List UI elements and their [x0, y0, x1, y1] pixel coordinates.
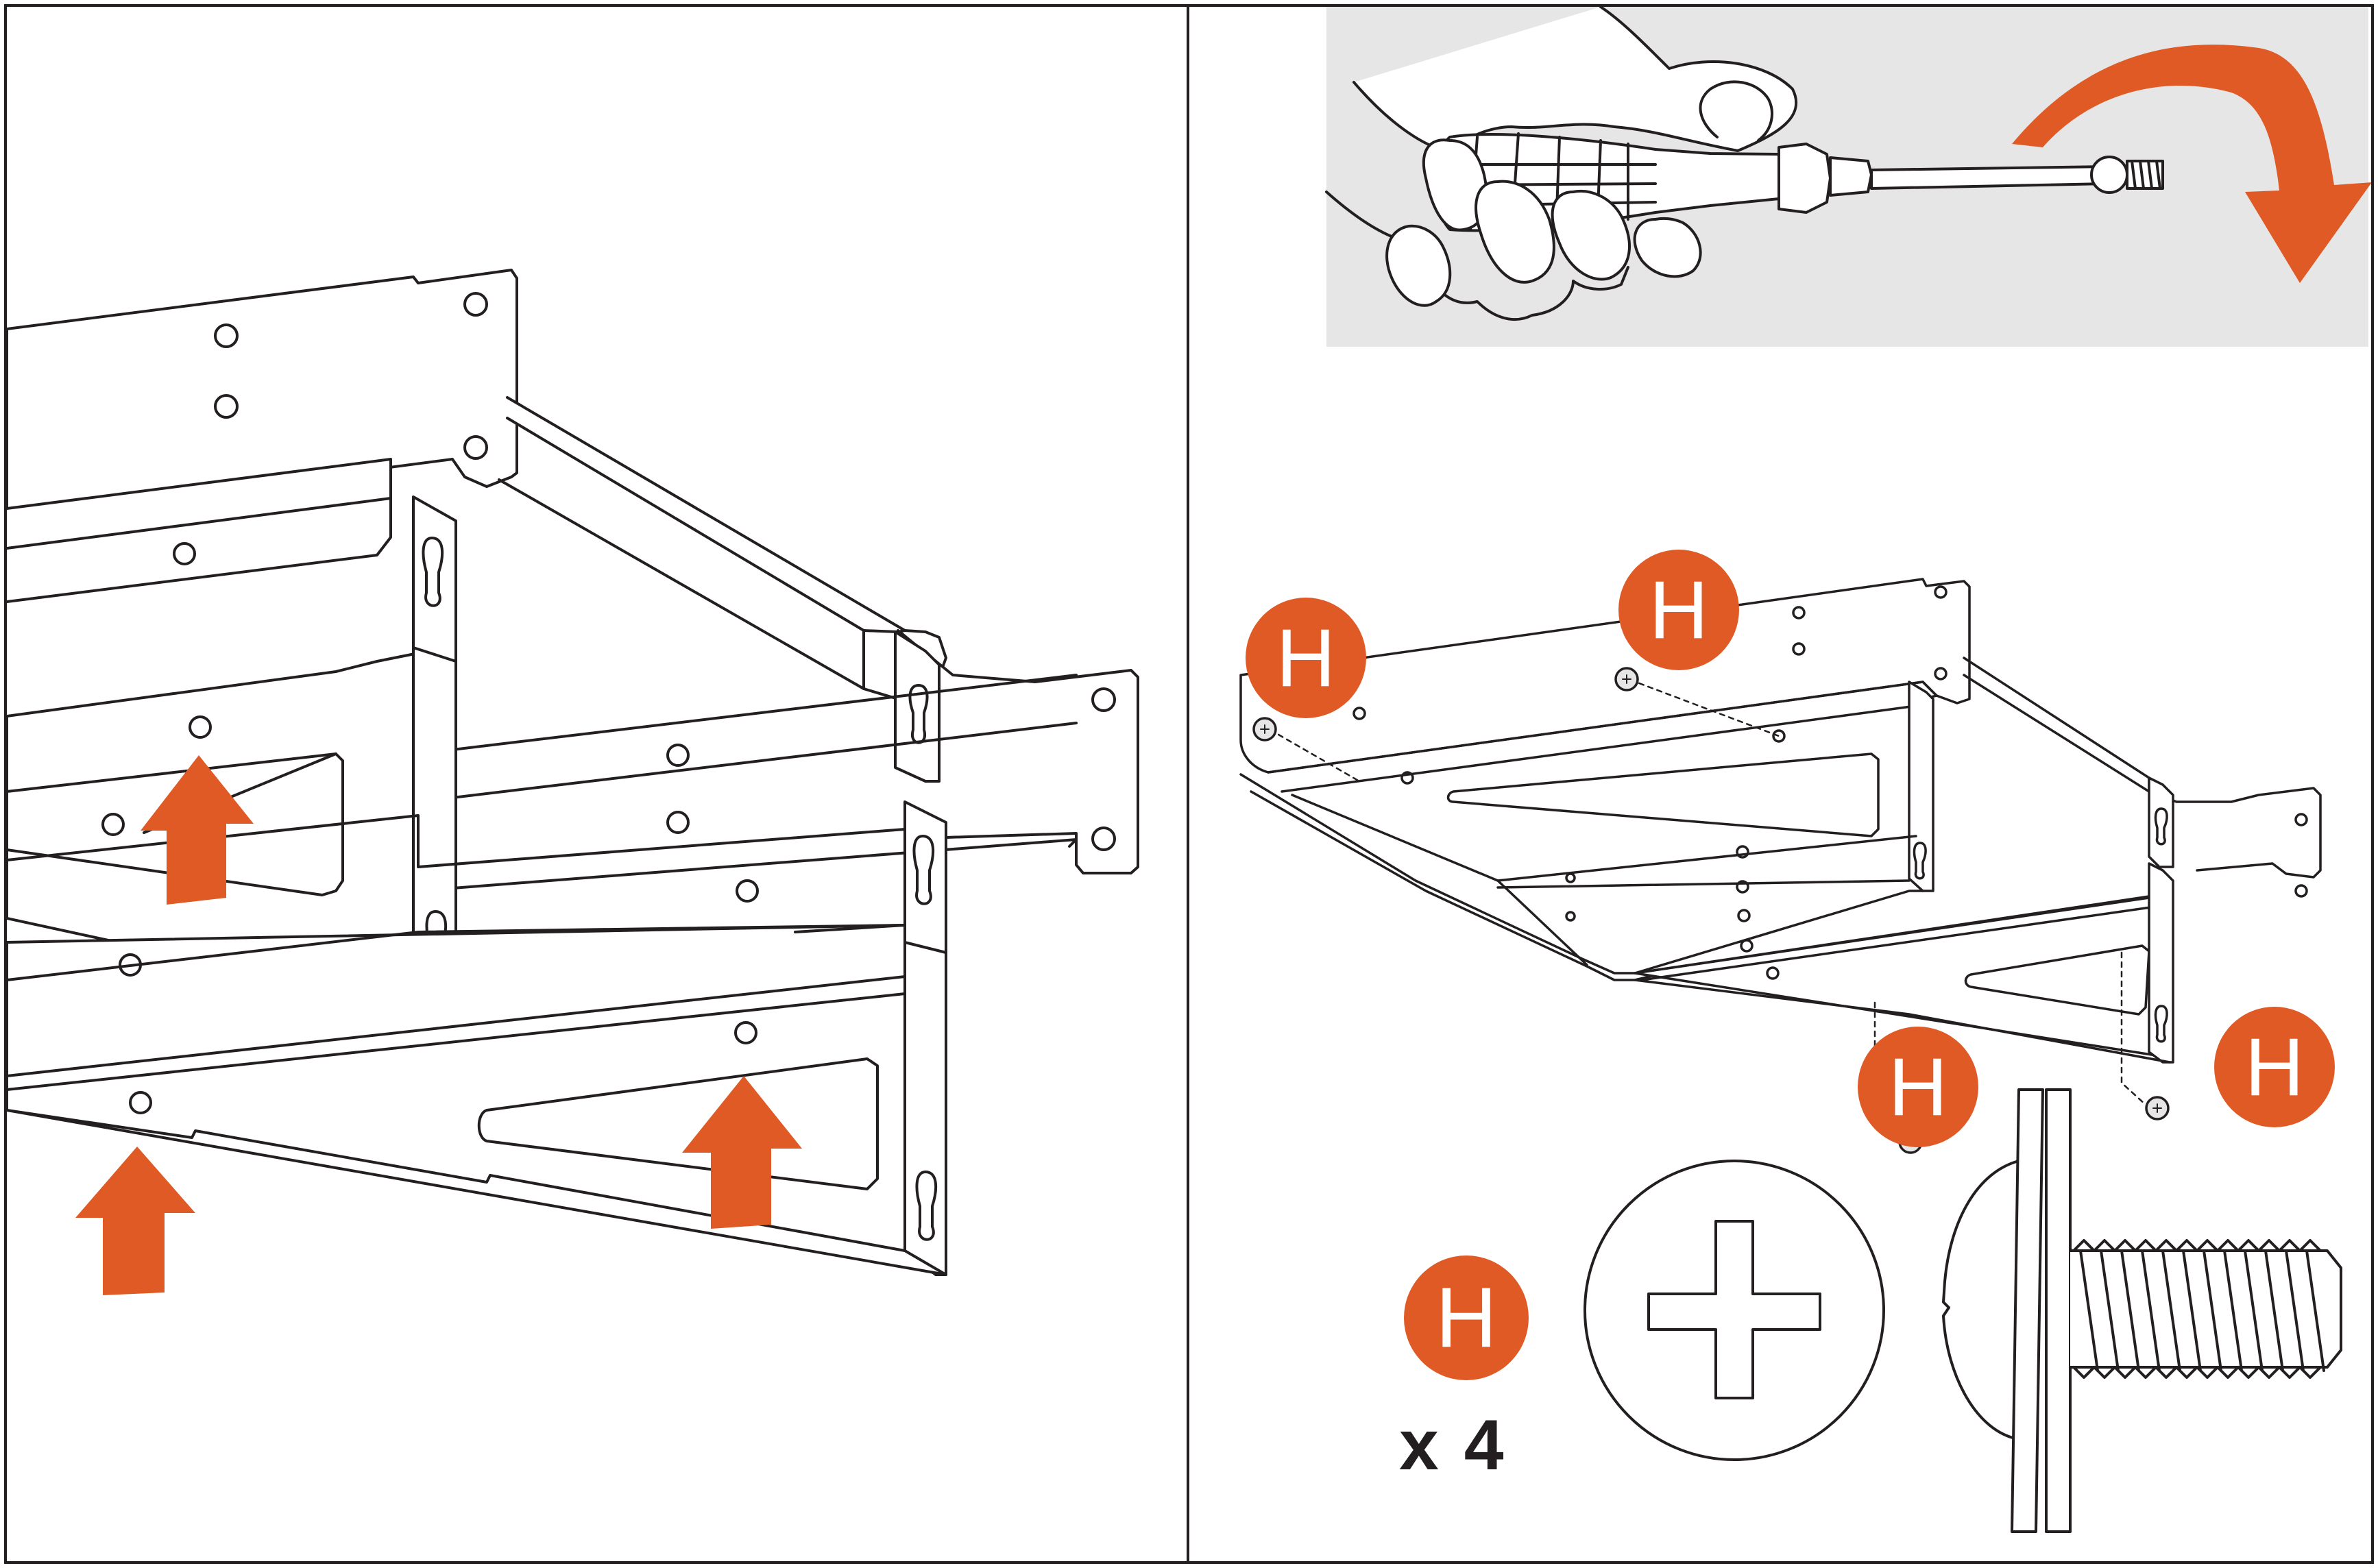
screw-callout-4: H [2214, 1007, 2335, 1127]
lift-arrow-upper [141, 755, 254, 905]
step-panel-lift-brackets [4, 4, 1191, 1564]
arrow-up-icon [75, 755, 802, 1295]
screw-guide-line-2 [1629, 678, 1780, 737]
parts-legend-badge: H [1404, 1255, 1529, 1380]
screwdriver-hand-icon [1325, 7, 2368, 347]
phillips-cross-icon [1647, 1220, 1821, 1399]
lift-arrow-right [682, 1076, 802, 1229]
parts-legend-quantity: x 4 [1399, 1406, 1507, 1485]
screw-icon [1584, 1088, 2342, 1533]
screw-callout-3: H [1858, 1027, 1978, 1147]
shelf-bracket-icon [1239, 578, 2322, 1154]
step-panel-fasten-screws: H H H H H x 4 [1187, 4, 2374, 1564]
screw-guide-line-1 [1269, 728, 1361, 783]
screw-guide-line-4 [2120, 951, 2147, 1106]
screw-callout-2: H [1618, 550, 1739, 670]
rotate-arrow-icon [2012, 45, 2371, 283]
lift-arrow-left [75, 1147, 195, 1295]
screw-callout-1: H [1246, 598, 1366, 718]
